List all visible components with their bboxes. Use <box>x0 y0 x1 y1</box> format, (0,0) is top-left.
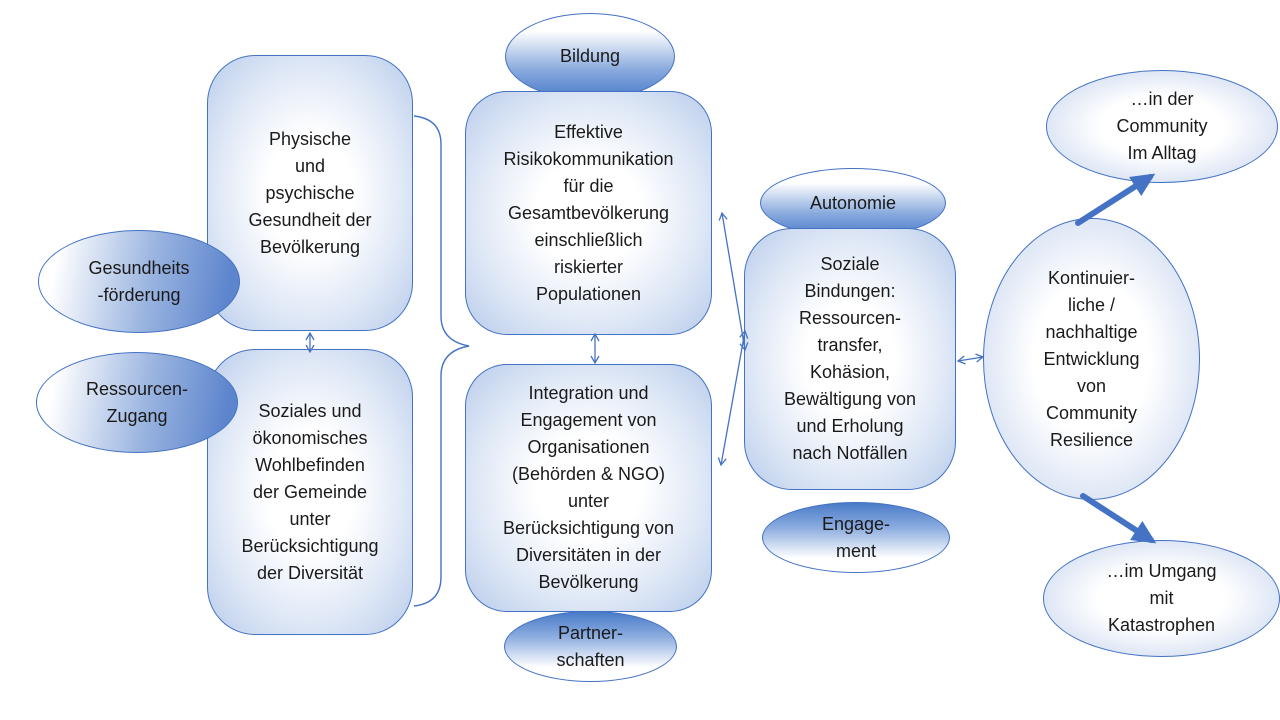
node-social-economic-box: Soziales und ökonomisches Wohlbefinden d… <box>207 349 413 635</box>
node-autonomie-ellipse: Autonomie <box>760 168 946 238</box>
node-gesundheitsfoerderung-label: Gesundheits -förderung <box>88 257 190 305</box>
node-engagement-ellipse: Engage- ment <box>762 502 950 573</box>
node-bildung-ellipse: Bildung <box>505 13 675 100</box>
node-autonomie-label: Autonomie <box>809 192 897 213</box>
brace-left-group <box>413 115 470 607</box>
node-community-resilience-label: Kontinuier- liche / nachhaltige Entwickl… <box>1043 267 1140 450</box>
connector-riskcomm-socialbonds-arrow <box>718 211 749 352</box>
node-social-bonds-label: Soziale Bindungen: Ressourcen- transfer,… <box>783 254 917 463</box>
node-risk-communication-box: Effektive Risikokommunikation für die Ge… <box>465 91 712 335</box>
connector-resilience-katastrophen-arrow <box>1080 493 1157 544</box>
node-risk-communication-label: Effektive Risikokommunikation für die Ge… <box>503 121 674 304</box>
connector-resilience-alltag-arrow <box>1075 173 1156 226</box>
node-bildung-label: Bildung <box>559 46 621 66</box>
node-gesundheitsfoerderung-ellipse: Gesundheits -förderung <box>38 230 240 333</box>
node-social-bonds-box: Soziale Bindungen: Ressourcen- transfer,… <box>744 228 956 490</box>
node-im-umgang-ellipse: …im Umgang mit Katastrophen <box>1043 540 1280 657</box>
node-ressourcen-zugang-label: Ressourcen- Zugang <box>85 378 189 426</box>
node-in-der-community-label: …in der Community Im Alltag <box>1116 89 1208 163</box>
node-im-umgang-label: …im Umgang mit Katastrophen <box>1106 561 1217 635</box>
node-partnerschaften-ellipse: Partner- schaften <box>504 611 677 682</box>
node-engagement-label: Engage- ment <box>821 513 891 561</box>
node-physical-health-box: Physische und psychische Gesundheit der … <box>207 55 413 331</box>
node-social-economic-label: Soziales und ökonomisches Wohlbefinden d… <box>241 400 379 583</box>
node-physical-health-label: Physische und psychische Gesundheit der … <box>248 128 372 257</box>
node-ressourcen-zugang-ellipse: Ressourcen- Zugang <box>36 352 238 453</box>
connector-integration-socialbonds-arrow <box>717 329 749 467</box>
connector-socialbonds-resilience-arrow <box>956 353 985 365</box>
node-community-resilience-ellipse: Kontinuier- liche / nachhaltige Entwickl… <box>983 218 1200 500</box>
node-in-der-community-ellipse: …in der Community Im Alltag <box>1046 70 1278 183</box>
node-integration-label: Integration und Engagement von Organisat… <box>502 383 675 592</box>
node-partnerschaften-label: Partner- schaften <box>556 622 625 670</box>
node-integration-box: Integration und Engagement von Organisat… <box>465 364 712 612</box>
